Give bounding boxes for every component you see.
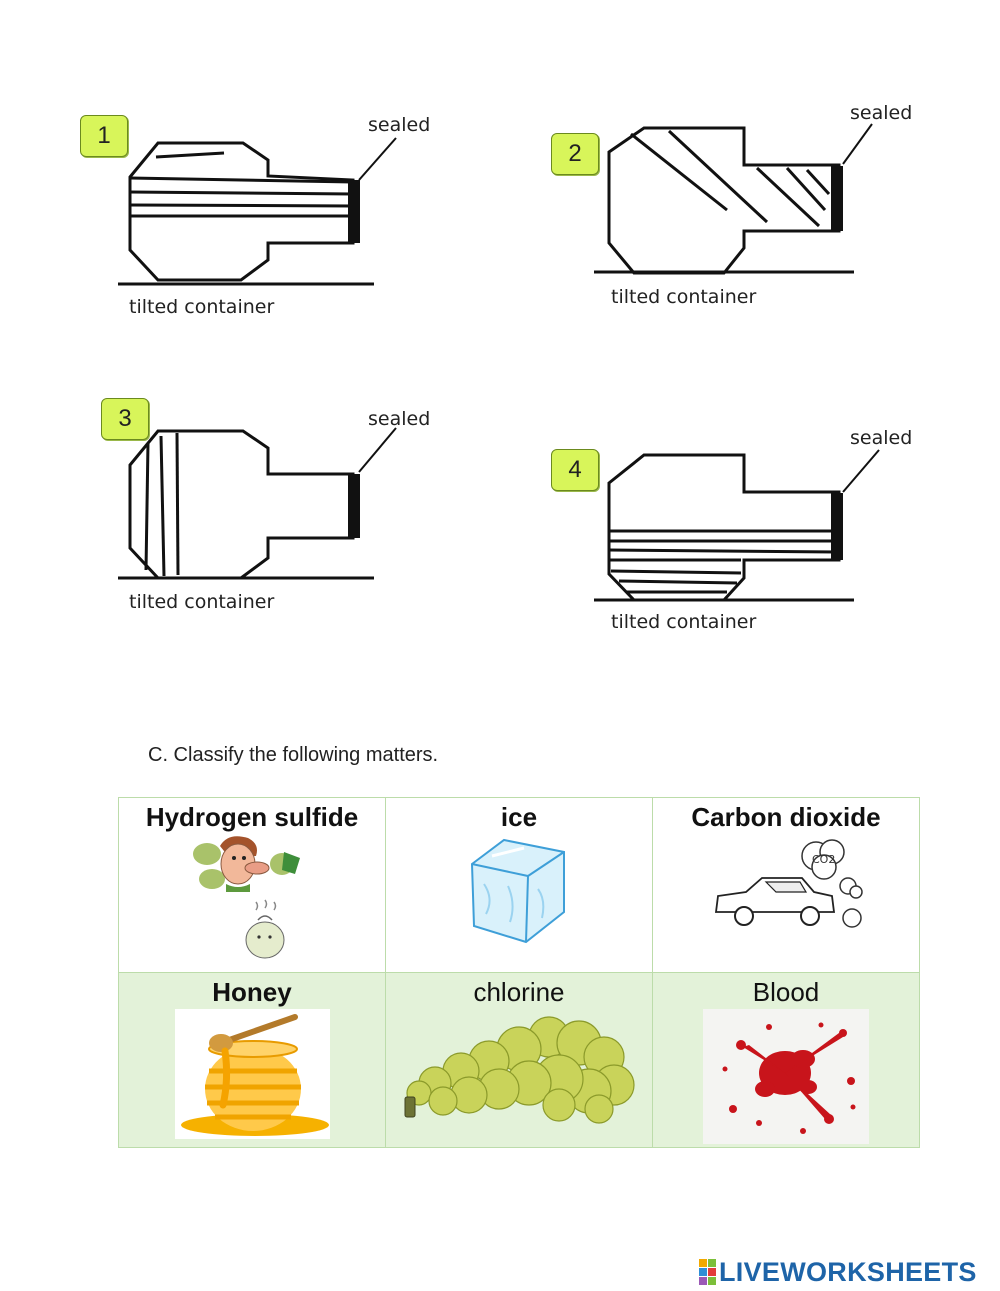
diagram-number-badge[interactable]: 4 xyxy=(551,449,599,491)
tilted-container-diagram: sealed tilted container xyxy=(118,408,430,613)
sealed-label: sealed xyxy=(368,114,430,136)
sealed-label: sealed xyxy=(850,102,912,124)
table-row: Honey chlorine xyxy=(118,972,920,1148)
diagram-3: 3 sealed tilted container xyxy=(78,398,430,628)
tilted-container-label: tilted container xyxy=(611,286,756,308)
matter-label: Honey xyxy=(212,977,292,1007)
matter-label: Blood xyxy=(752,977,820,1007)
diagram-number-badge[interactable]: 3 xyxy=(101,398,149,440)
chlorine-gas-cloud-icon xyxy=(404,1016,635,1124)
svg-text:CO2: CO2 xyxy=(812,853,835,866)
tilted-container-label: tilted container xyxy=(611,611,756,633)
matter-cell-ice[interactable]: ice xyxy=(385,797,653,973)
matter-label: ice xyxy=(500,802,538,832)
blood-splatter-icon xyxy=(703,1009,869,1144)
sealed-label: sealed xyxy=(368,408,430,430)
tilted-container-diagram: sealed tilted container xyxy=(594,427,912,633)
car-exhaust-co2-icon: CO2 xyxy=(714,839,863,928)
logo-mark-icon xyxy=(699,1259,716,1285)
diagram-2: 2 sealed tilted container xyxy=(549,98,912,328)
matter-cell-carbon-dioxide[interactable]: Carbon dioxide CO2 xyxy=(652,797,920,973)
diagram-number-badge[interactable]: 2 xyxy=(551,133,599,175)
tilted-container-label: tilted container xyxy=(129,591,274,613)
tilted-container-label: tilted container xyxy=(129,296,274,318)
smelly-person-icon xyxy=(193,836,300,959)
diagram-number-badge[interactable]: 1 xyxy=(80,115,128,157)
section-c-instruction: C. Classify the following matters. xyxy=(148,744,439,766)
matter-label: Hydrogen sulfide xyxy=(145,802,359,832)
ice-cube-icon xyxy=(470,838,565,944)
matter-label: Carbon dioxide xyxy=(691,802,881,832)
matter-cell-blood[interactable]: Blood xyxy=(652,972,920,1148)
matter-cell-honey[interactable]: Honey xyxy=(118,972,386,1148)
matter-cell-hydrogen-sulfide[interactable]: Hydrogen sulfide xyxy=(118,797,386,973)
liveworksheets-logo[interactable]: LIVEWORKSHEETS xyxy=(699,1257,977,1287)
sealed-label: sealed xyxy=(850,427,912,449)
matter-cell-chlorine[interactable]: chlorine xyxy=(385,972,653,1148)
matter-label: chlorine xyxy=(473,977,565,1007)
tilted-container-diagram: sealed tilted container xyxy=(118,114,430,318)
table-row: Hydrogen sulfide ice xyxy=(118,797,920,973)
matter-classification-table: Hydrogen sulfide ice xyxy=(118,797,920,1148)
diagram-1: 1 sealed tilted container xyxy=(78,110,430,340)
honey-pot-icon xyxy=(174,1009,330,1139)
logo-text: LIVEWORKSHEETS xyxy=(719,1256,977,1287)
diagram-4: 4 sealed tilted container xyxy=(549,420,912,650)
tilted-container-diagram: sealed tilted container xyxy=(594,102,912,308)
